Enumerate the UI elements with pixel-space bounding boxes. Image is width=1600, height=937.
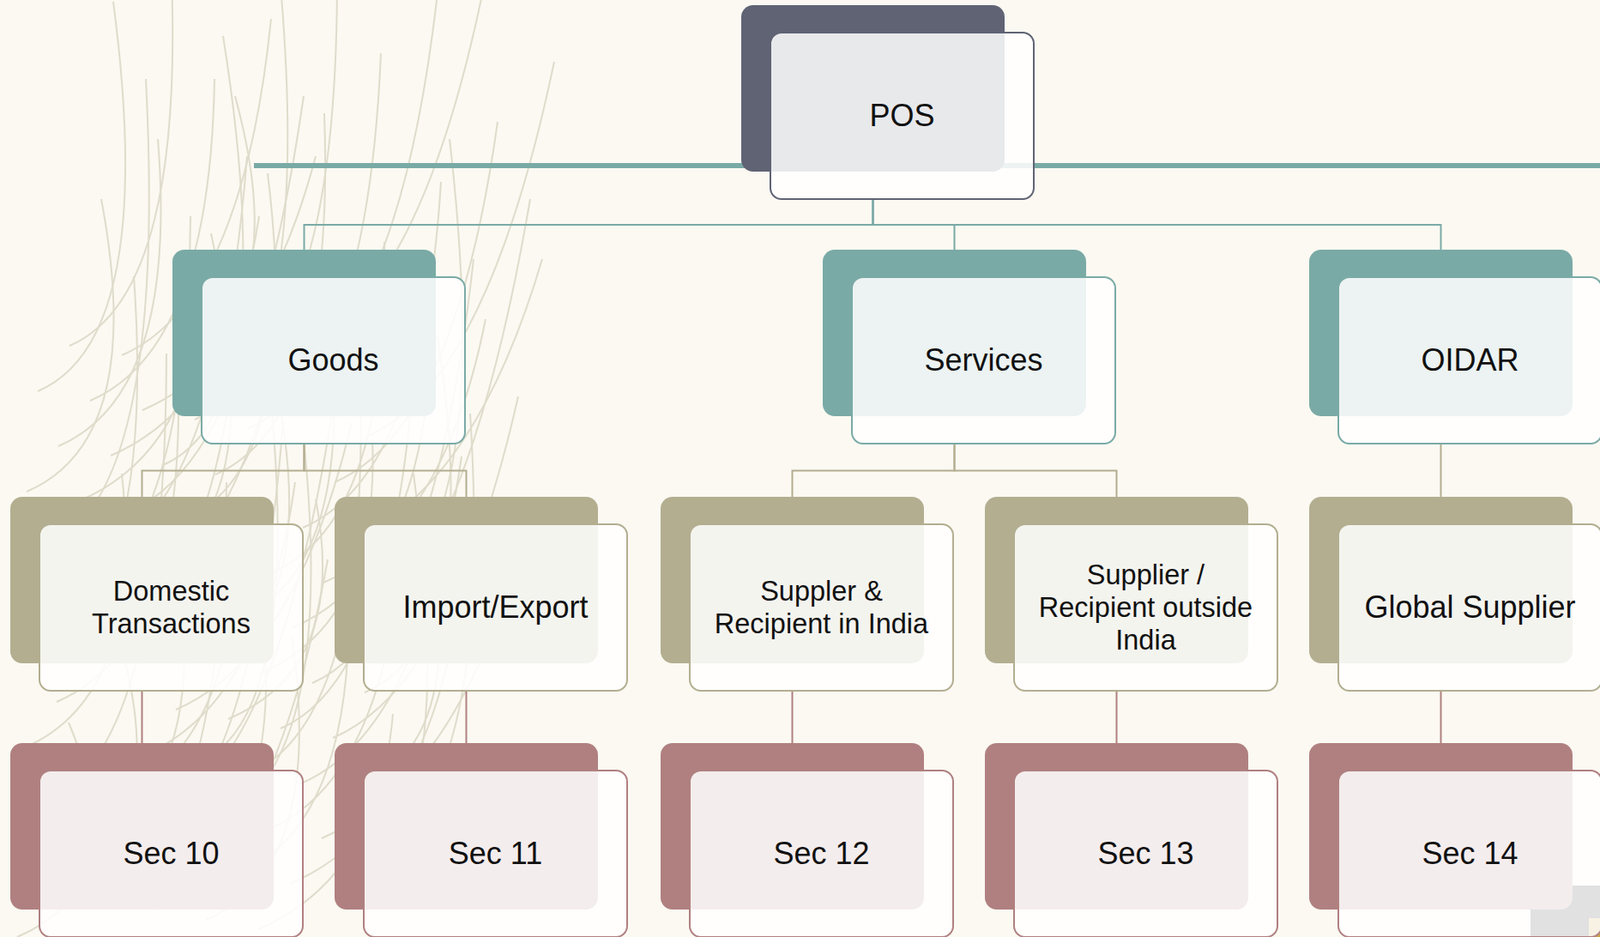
box-label: Goods — [277, 342, 389, 379]
box-label: Sec 12 — [762, 835, 880, 872]
leaf-stroke — [47, 78, 150, 547]
box-label: Sec 10 — [112, 835, 230, 872]
box-label: Global Supplier — [1353, 589, 1586, 626]
box-label: OIDAR — [1410, 342, 1529, 379]
box-label: Sec 13 — [1086, 835, 1204, 872]
tree-connector — [141, 691, 144, 743]
tree-box: Suppler & Recipient in India — [688, 523, 954, 692]
tree-connector — [1116, 691, 1118, 743]
tree-box: Sec 13 — [1013, 769, 1279, 937]
box-label: Services — [913, 342, 1053, 379]
tree-box: Sec 11 — [362, 769, 628, 937]
tree-box: Import/Export — [362, 523, 628, 692]
leaf-stroke — [37, 1, 126, 392]
tree-box: Sec 14 — [1337, 769, 1600, 937]
tree-box: Domestic Transactions — [38, 523, 304, 692]
tree-box: POS — [769, 31, 1035, 200]
tree-connector — [465, 691, 468, 743]
tree-box: Global Supplier — [1337, 523, 1600, 692]
tree-connector — [304, 199, 874, 250]
tree-box: OIDAR — [1337, 276, 1600, 445]
box-label: Sec 11 — [438, 835, 553, 872]
tree-connector — [791, 691, 794, 743]
tree-box: Sec 10 — [38, 769, 304, 937]
box-label: Import/Export — [392, 589, 598, 626]
leaf-stroke — [26, 199, 115, 492]
tree-connector — [1440, 691, 1443, 743]
tree-connector — [1440, 444, 1443, 497]
tree-connector — [142, 444, 305, 497]
box-label: Sec 14 — [1411, 835, 1528, 872]
tree-box: Supplier / Recipient outside India — [1013, 523, 1279, 692]
tree-box: Goods — [200, 276, 466, 445]
box-label: Supplier / Recipient outside India — [1014, 558, 1277, 657]
tree-box: Sec 12 — [688, 769, 954, 937]
tree-connector — [873, 199, 1442, 250]
leaf-stroke — [69, 0, 173, 346]
box-label: POS — [858, 97, 945, 134]
tree-box: Services — [851, 276, 1117, 445]
tree-connector — [792, 444, 955, 497]
tree-connector — [954, 444, 1117, 497]
tree-connector — [304, 444, 467, 497]
box-label: Domestic Transactions — [40, 574, 302, 640]
box-label: Suppler & Recipient in India — [690, 574, 953, 640]
